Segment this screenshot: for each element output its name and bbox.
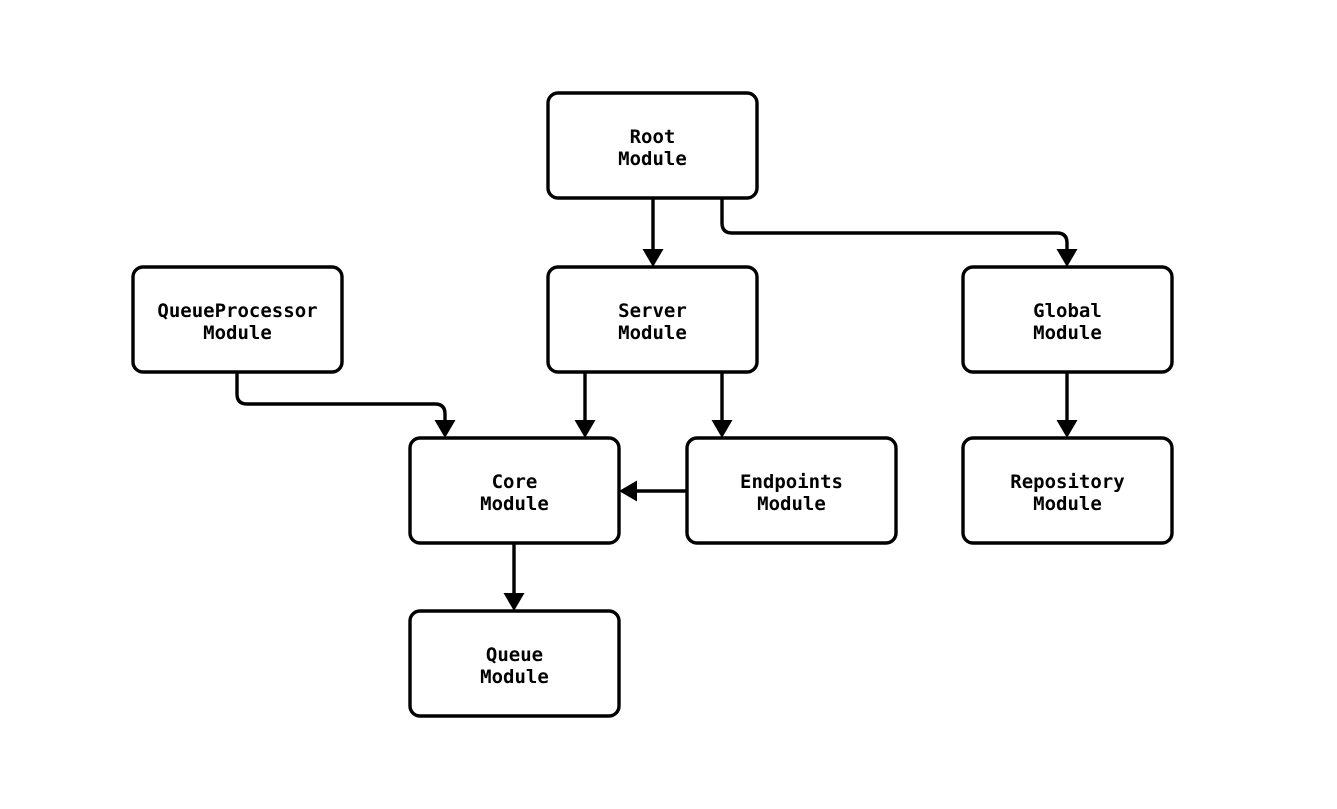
node-root-label-line2: Module — [618, 148, 687, 170]
node-core-box — [408, 436, 621, 545]
node-root-label-line1: Root — [630, 126, 676, 148]
arrowhead-server-to-core — [574, 420, 596, 438]
node-repository-label-line2: Module — [1033, 493, 1102, 515]
arrowhead-server-to-endpoints — [711, 420, 733, 438]
node-endpoints-box — [685, 436, 898, 545]
node-queueprocessor-label-line2: Module — [203, 322, 272, 344]
node-global-label-line2: Module — [1033, 322, 1102, 344]
arrowhead-root-to-server — [642, 249, 664, 267]
node-repository-label-line1: Repository — [1010, 471, 1124, 493]
node-queue-label-line1: Queue — [486, 644, 543, 666]
node-core-label-line2: Module — [480, 493, 549, 515]
node-root-box — [546, 91, 759, 200]
node-server-box — [546, 265, 759, 374]
arrowhead-core-to-queue — [503, 593, 525, 611]
edge-queueprocessor-to-core — [235, 370, 447, 422]
node-queueprocessor-box — [131, 265, 344, 374]
arrowhead-root-to-global — [1056, 249, 1078, 267]
node-server-label-line1: Server — [618, 300, 687, 322]
node-endpoints-label-line2: Module — [757, 493, 826, 515]
node-server-label-line2: Module — [618, 322, 687, 344]
node-queue-box — [408, 609, 621, 718]
node-repository-box — [961, 436, 1174, 545]
node-core-label-line1: Core — [492, 471, 538, 493]
arrowhead-global-to-repository — [1056, 420, 1078, 438]
node-global-box — [961, 265, 1174, 374]
node-endpoints-label-line1: Endpoints — [740, 471, 843, 493]
edges-layer — [235, 196, 1078, 611]
arrowhead-queueprocessor-to-core — [434, 420, 456, 438]
node-global-label-line1: Global — [1033, 300, 1102, 322]
node-queueprocessor-label-line1: QueueProcessor — [157, 300, 317, 322]
node-queue-label-line2: Module — [480, 666, 549, 688]
edge-root-to-global — [720, 196, 1069, 251]
arrowhead-endpoints-to-core — [619, 480, 637, 502]
